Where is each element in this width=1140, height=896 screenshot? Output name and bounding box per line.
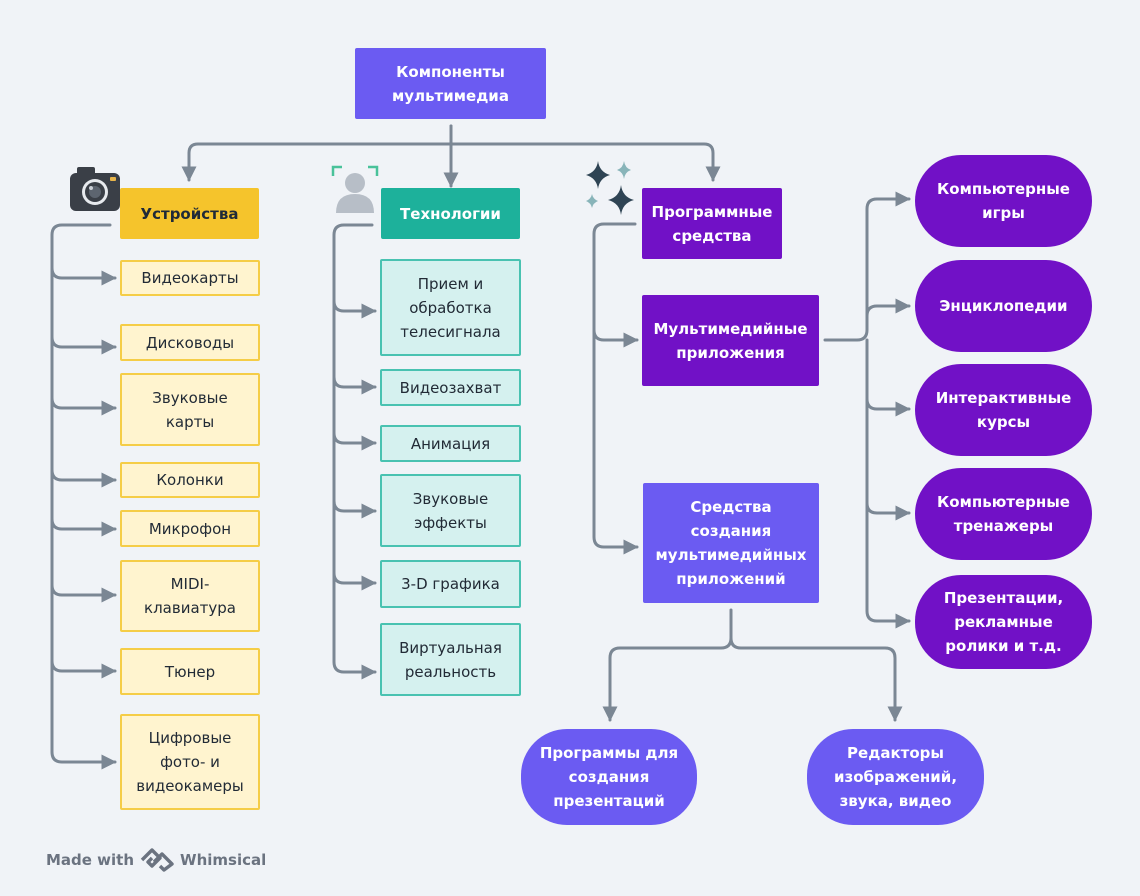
app-type-presentations[interactable]: Презентации, рекламные ролики и т.д. [915, 575, 1092, 669]
tech-item-tv-signal[interactable]: Прием и обработка телесигнала [380, 259, 521, 356]
devices-header[interactable]: Устройства [120, 188, 259, 239]
tool-type-presentation-software[interactable]: Программы для создания презентаций [521, 729, 697, 825]
app-type-computer-games[interactable]: Компьютерные игры [915, 155, 1092, 247]
camera-icon [70, 167, 120, 211]
device-item-video-cards[interactable]: Видеокарты [120, 260, 260, 296]
root-node[interactable]: Компоненты мультимедиа [355, 48, 546, 119]
device-item-midi-keyboard[interactable]: MIDI- клавиатура [120, 560, 260, 632]
sparkles-icon [586, 161, 634, 215]
device-item-sound-cards[interactable]: Звуковые карты [120, 373, 260, 446]
device-item-microphone[interactable]: Микрофон [120, 510, 260, 547]
authoring-tools-node[interactable]: Средства создания мультимедийных приложе… [643, 483, 819, 603]
device-item-digital-cameras[interactable]: Цифровые фото- и видеокамеры [120, 714, 260, 810]
app-type-simulators[interactable]: Компьютерные тренажеры [915, 468, 1092, 560]
tech-item-animation[interactable]: Анимация [380, 425, 521, 462]
tool-type-media-editors[interactable]: Редакторы изображений, звука, видео [807, 729, 984, 825]
whimsical-logo-icon [140, 848, 174, 872]
software-header[interactable]: Программные средства [642, 188, 782, 259]
whimsical-brand: Whimsical [180, 851, 267, 869]
tech-item-virtual-reality[interactable]: Виртуальная реальность [380, 623, 521, 696]
tech-item-3d-graphics[interactable]: 3-D графика [380, 560, 521, 608]
device-item-tuner[interactable]: Тюнер [120, 648, 260, 695]
device-item-speakers[interactable]: Колонки [120, 462, 260, 498]
app-type-interactive-courses[interactable]: Интерактивные курсы [915, 364, 1092, 456]
multimedia-apps-node[interactable]: Мультимедийные приложения [642, 295, 819, 386]
technologies-header[interactable]: Технологии [381, 188, 520, 239]
person-placeholder-icon [331, 165, 379, 213]
device-item-disk-drives[interactable]: Дисководы [120, 324, 260, 361]
tech-item-sound-effects[interactable]: Звуковые эффекты [380, 474, 521, 547]
tech-item-video-capture[interactable]: Видеозахват [380, 369, 521, 406]
app-type-encyclopedias[interactable]: Энциклопедии [915, 260, 1092, 352]
made-with-label: Made with [46, 851, 135, 869]
made-with-whimsical[interactable]: Made with Whimsical [46, 848, 266, 872]
